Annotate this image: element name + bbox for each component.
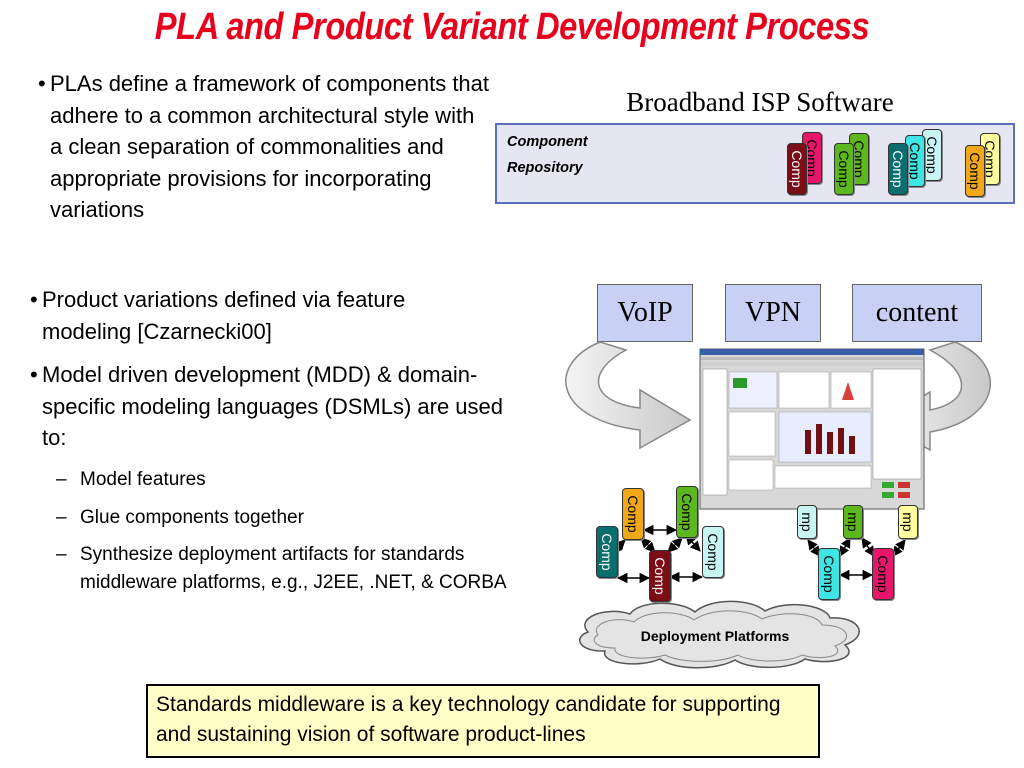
repo-comp-teal: Comp — [888, 143, 908, 195]
glue-comp-maroon: Comp — [649, 550, 671, 602]
repository-label-repository: Repository — [507, 160, 583, 176]
bullet-1: • PLAs define a framework of components … — [38, 71, 490, 222]
glue-comp-yellow-partial: mp — [898, 505, 918, 539]
repo-comp-maroon: Comp — [787, 143, 807, 195]
sub-bullet-3: – Synthesize deployment artifacts for st… — [56, 544, 507, 593]
modeling-tool-screenshot — [699, 348, 925, 510]
connector-9 — [839, 537, 851, 557]
feature-vpn: VPN — [725, 284, 821, 342]
glue-comp-green: Comp — [676, 486, 698, 538]
deployment-platforms-label: Deployment Platforms — [640, 628, 790, 644]
bullet-2: • Product variations defined via feature… — [30, 287, 406, 344]
callout-box: Standards middleware is a key technology… — [146, 684, 820, 758]
connector-7 — [667, 537, 683, 553]
feature-content: content — [852, 284, 982, 342]
page-title: PLA and Product Variant Development Proc… — [154, 6, 870, 48]
bullet-3: • Model driven development (MDD) & domai… — [30, 362, 504, 450]
glue-comp-pink: Comp — [872, 548, 894, 600]
bullet-3-text: Model driven development (MDD) & domain-… — [42, 362, 504, 450]
feature-voip: VoIP — [597, 284, 693, 342]
glue-comp-teal: Comp — [596, 526, 618, 578]
glue-comp-green-partial: mp — [843, 505, 863, 539]
sub-bullet-1-text: Model features — [80, 469, 206, 490]
sub-bullet-2: – Glue components together — [56, 507, 304, 528]
glue-comp-lightcyan: Comp — [702, 526, 724, 578]
connector-6 — [640, 537, 656, 553]
glue-comp-lightcyan-partial: mp — [797, 505, 817, 539]
bullet-1-text: PLAs define a framework of components th… — [50, 71, 490, 222]
repo-comp-green-front: Comp — [834, 143, 854, 195]
callout-text: Standards middleware is a key technology… — [156, 693, 781, 746]
repository-label-component: Component — [507, 134, 588, 150]
sub-bullet-1: – Model features — [56, 469, 206, 490]
curved-arrow-left — [565, 341, 692, 450]
deployment-cloud — [579, 600, 860, 669]
bullet-2-text: Product variations defined via feature m… — [42, 287, 406, 344]
component-repository: Component Repository Comp Comp Comp Comp… — [495, 123, 1015, 204]
glue-comp-cyan: Comp — [818, 548, 840, 600]
connector-11 — [892, 539, 906, 557]
glue-comp-orange: Comp — [622, 488, 644, 540]
sub-bullet-3-text: Synthesize deployment artifacts for stan… — [80, 544, 507, 593]
repo-comp-orange: Comp — [965, 145, 985, 197]
sub-bullet-2-text: Glue components together — [80, 507, 304, 528]
software-title: Broadband ISP Software — [626, 87, 894, 117]
